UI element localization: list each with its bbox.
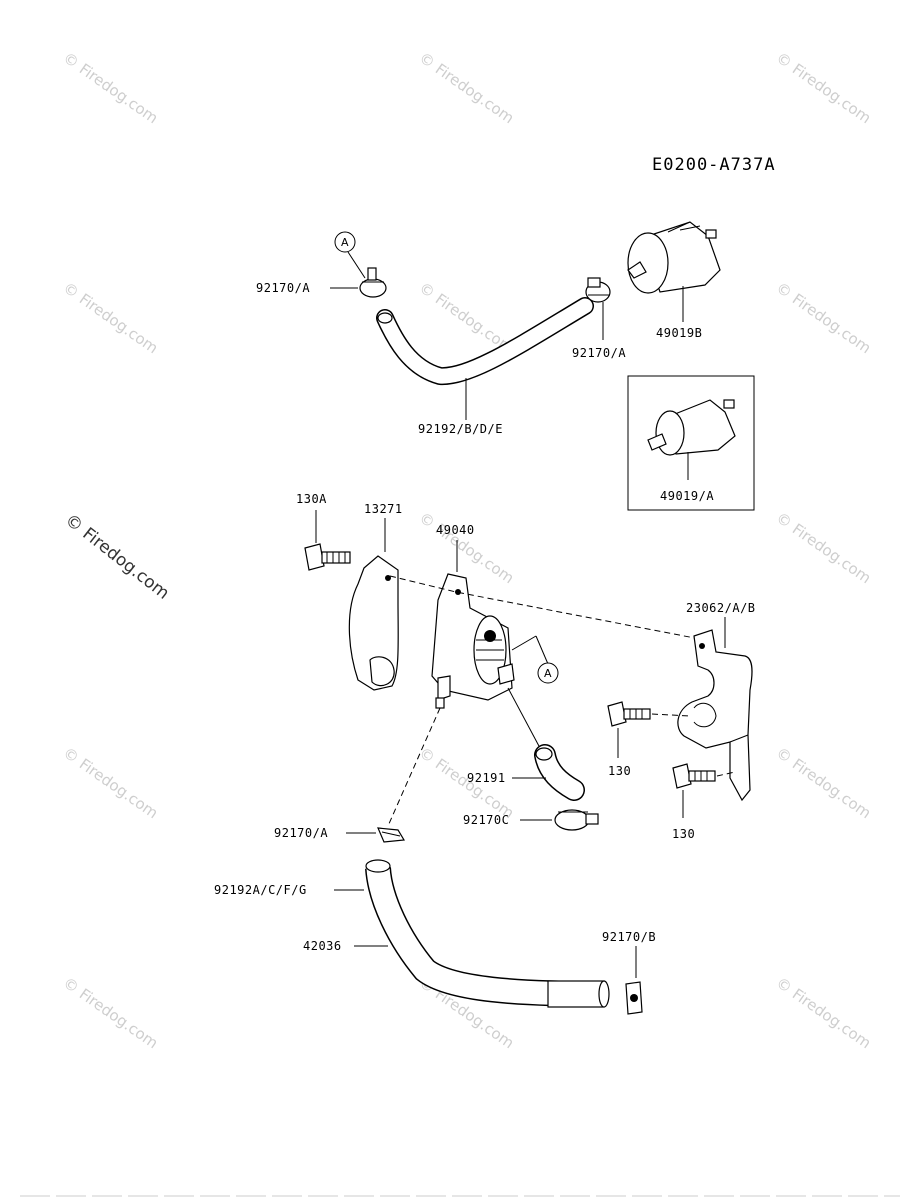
diagram-code: E0200-A737A: [652, 155, 776, 175]
hose-top: [376, 297, 594, 386]
clamp-mid: [377, 827, 406, 843]
clamp-92170c: [554, 809, 599, 831]
fuel-filter-boxed: [647, 399, 736, 456]
label-pump-49040: 49040: [436, 523, 475, 537]
watermark: © Firedog.com: [60, 49, 162, 128]
watermark: © Firedog.com: [773, 279, 875, 358]
watermark: © Firedog.com: [773, 974, 875, 1053]
watermark: © Firedog.com: [773, 49, 875, 128]
label-hose-lower: 92192A/C/F/G: [214, 883, 307, 897]
filter-box: [627, 375, 755, 511]
fuel-pump-49040: [431, 573, 515, 709]
label-clamp-top-left: 92170/A: [256, 281, 310, 295]
label-bolt-130-upper: 130: [608, 764, 631, 778]
clamp-top-left: [359, 267, 387, 298]
callout-a-middle: A: [511, 635, 559, 684]
label-hose-top: 92192/B/D/E: [418, 422, 503, 436]
bolt-130-lower: [672, 763, 716, 789]
clamp-top-right: [585, 277, 611, 303]
watermarks: © Firedog.com © Firedog.com © Firedog.co…: [60, 49, 875, 1053]
cover-13271: [348, 555, 399, 691]
label-clamp-c: 92170C: [463, 813, 509, 827]
hose-lower: [365, 859, 610, 1008]
bolt-130a: [304, 543, 351, 571]
watermark: © Firedog.com: [773, 509, 875, 588]
callout-letter: A: [341, 236, 349, 249]
callout-a-top: A: [334, 231, 366, 279]
label-bracket: 23062/A/B: [686, 601, 756, 615]
bracket-23062: [677, 629, 753, 802]
label-filter-boxed: 49019/A: [660, 489, 714, 503]
callout-letter: A: [544, 667, 552, 680]
label-filter-top: 49019B: [656, 326, 702, 340]
label-hose-42036: 42036: [303, 939, 342, 953]
watermark: © Firedog.com: [60, 279, 162, 358]
watermark: © Firedog.com: [416, 509, 518, 588]
label-cover-13271: 13271: [364, 502, 403, 516]
label-clamp-mid: 92170/A: [274, 826, 328, 840]
label-elbow-hose: 92191: [467, 771, 506, 785]
label-bolt-130-lower: 130: [672, 827, 695, 841]
label-bolt-130a: 130A: [296, 492, 327, 506]
clamp-92170b: [625, 981, 643, 1015]
elbow-hose-92191: [534, 744, 585, 801]
bolt-130-upper: [607, 701, 651, 727]
watermark-prominent: © Firedog.com: [61, 510, 173, 604]
watermark: © Firedog.com: [60, 974, 162, 1053]
watermark: © Firedog.com: [773, 744, 875, 823]
label-clamp-top-right: 92170/A: [572, 346, 626, 360]
fuel-filter-top: [627, 221, 721, 294]
watermark: © Firedog.com: [60, 744, 162, 823]
watermark: © Firedog.com: [416, 49, 518, 128]
label-clamp-b: 92170/B: [602, 930, 656, 944]
